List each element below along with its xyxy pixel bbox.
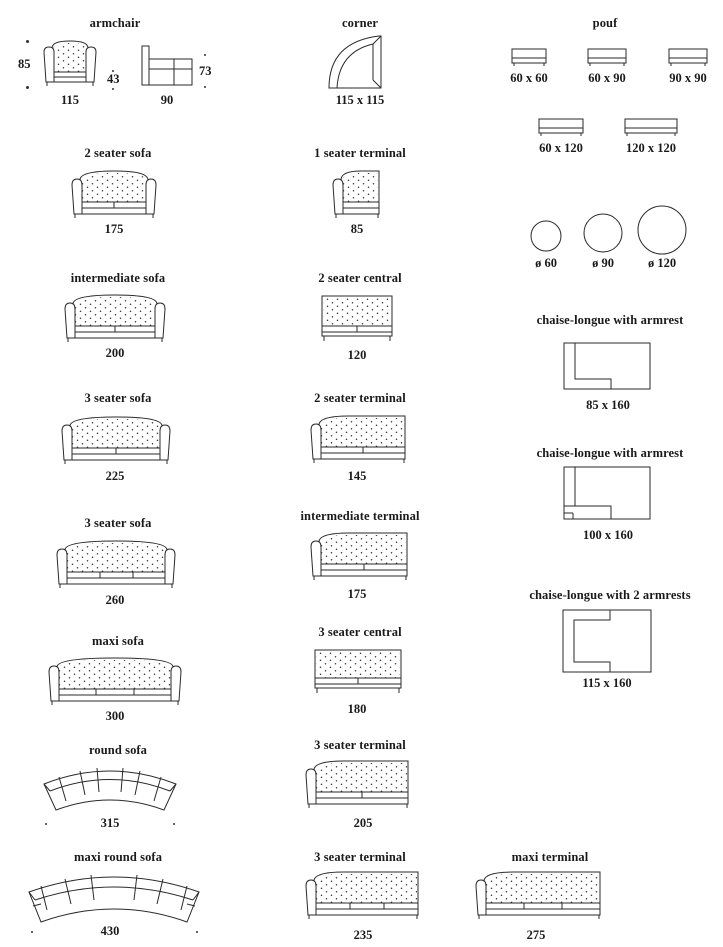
three-seater-sofa-225-size: 225 <box>105 469 125 483</box>
one-seater-terminal-title: 1 seater terminal <box>314 146 406 160</box>
armchair-arm-height-label: 73 <box>199 64 212 78</box>
three-seater-sofa-260-title: 3 seater sofa <box>84 516 152 530</box>
pouf-title: pouf <box>592 16 618 30</box>
maxi-sofa-title: maxi sofa <box>92 634 144 648</box>
pouf-icon <box>587 48 627 68</box>
round-pouf-size-3: ø 120 <box>647 256 677 270</box>
two-seater-sofa-size: 175 <box>104 222 124 236</box>
chaise-2-size: 100 x 160 <box>583 528 633 542</box>
three-seater-terminal-235-title: 3 seater terminal <box>314 850 406 864</box>
pouf-size-3: 90 x 90 <box>669 71 707 85</box>
dimension-marker <box>31 931 33 933</box>
dimension-marker <box>204 54 206 56</box>
pouf-size-1: 60 x 60 <box>510 71 548 85</box>
two-seater-central-title: 2 seater central <box>318 271 402 285</box>
corner-top-icon <box>327 34 383 90</box>
pouf-size-5: 120 x 120 <box>626 141 676 155</box>
maxi-terminal-size: 275 <box>526 928 546 942</box>
armchair-height-label: 85 <box>18 57 31 71</box>
round-pouf-icon <box>583 213 623 253</box>
sofa-front-icon <box>309 530 409 582</box>
round-sofa-top-icon <box>40 764 180 814</box>
sofa-front-icon <box>331 168 383 220</box>
three-seater-central-size: 180 <box>347 702 367 716</box>
sofa-front-icon <box>313 648 403 696</box>
intermediate-sofa-size: 200 <box>105 346 125 360</box>
round-sofa-title: round sofa <box>88 743 148 757</box>
two-seater-central-size: 120 <box>347 348 367 362</box>
corner-size: 115 x 115 <box>335 93 385 107</box>
chaise-1-size: 85 x 160 <box>586 398 630 412</box>
sofa-front-icon <box>55 538 177 590</box>
round-pouf-size-1: ø 60 <box>535 256 557 270</box>
sofa-front-icon <box>304 869 420 921</box>
round-pouf-size-2: ø 90 <box>592 256 614 270</box>
pouf-icon <box>668 48 708 68</box>
intermediate-terminal-title: intermediate terminal <box>300 509 420 523</box>
dimension-marker <box>26 40 29 43</box>
armchair-depth-label: 90 <box>160 93 174 107</box>
one-seater-terminal-size: 85 <box>350 222 364 236</box>
round-sofa-size: 315 <box>100 816 120 830</box>
sofa-front-icon <box>47 655 183 707</box>
sofa-front-icon <box>70 168 158 220</box>
two-seater-sofa-title: 2 seater sofa <box>84 146 152 160</box>
three-seater-sofa-225-title: 3 seater sofa <box>84 391 152 405</box>
armchair-side-icon <box>140 43 194 88</box>
three-seater-sofa-260-size: 260 <box>105 593 125 607</box>
maxi-terminal-title: maxi terminal <box>511 850 589 864</box>
dimension-marker <box>45 823 47 825</box>
sofa-front-icon <box>474 869 602 921</box>
dimension-marker <box>112 70 114 72</box>
dimension-marker <box>26 86 29 89</box>
sofa-front-icon <box>304 758 410 810</box>
armchair-width-label: 115 <box>60 93 80 107</box>
pouf-icon <box>511 48 547 68</box>
three-seater-terminal-205-size: 205 <box>353 816 373 830</box>
two-seater-terminal-title: 2 seater terminal <box>314 391 406 405</box>
dimension-marker <box>112 88 114 90</box>
dimension-marker <box>196 931 198 933</box>
chaise-top-icon <box>562 609 652 673</box>
chaise-top-icon <box>563 342 651 394</box>
two-seater-terminal-size: 145 <box>347 469 367 483</box>
corner-title: corner <box>342 16 378 30</box>
chaise-top-icon <box>563 466 651 520</box>
chaise-2-title: chaise-longue with armrest <box>536 446 684 460</box>
sofa-front-icon <box>60 414 172 466</box>
armchair-title: armchair <box>89 16 141 30</box>
pouf-icon <box>624 118 678 138</box>
chaise-1-title: chaise-longue with armrest <box>536 313 684 327</box>
sofa-front-icon <box>320 294 394 344</box>
pouf-size-4: 60 x 120 <box>539 141 583 155</box>
maxi-round-sofa-size: 430 <box>100 924 120 938</box>
dimension-marker <box>173 823 175 825</box>
armchair-seat-height-label: 43 <box>107 72 120 86</box>
chaise-3-size: 115 x 160 <box>582 676 632 690</box>
dimension-marker <box>204 86 206 88</box>
pouf-size-2: 60 x 90 <box>588 71 626 85</box>
maxi-sofa-size: 300 <box>105 709 125 723</box>
sofa-front-icon <box>309 413 407 465</box>
three-seater-central-title: 3 seater central <box>318 625 402 639</box>
pouf-icon <box>538 118 584 138</box>
sofa-front-icon <box>63 292 167 344</box>
intermediate-sofa-title: intermediate sofa <box>70 271 166 285</box>
round-sofa-top-icon <box>27 870 201 924</box>
round-pouf-icon <box>637 205 687 255</box>
armchair-front-icon <box>41 38 99 88</box>
three-seater-terminal-205-title: 3 seater terminal <box>314 738 406 752</box>
maxi-round-sofa-title: maxi round sofa <box>73 850 163 864</box>
round-pouf-icon <box>530 220 562 252</box>
chaise-3-title: chaise-longue with 2 armrests <box>529 588 691 602</box>
intermediate-terminal-size: 175 <box>347 587 367 601</box>
three-seater-terminal-235-size: 235 <box>353 928 373 942</box>
